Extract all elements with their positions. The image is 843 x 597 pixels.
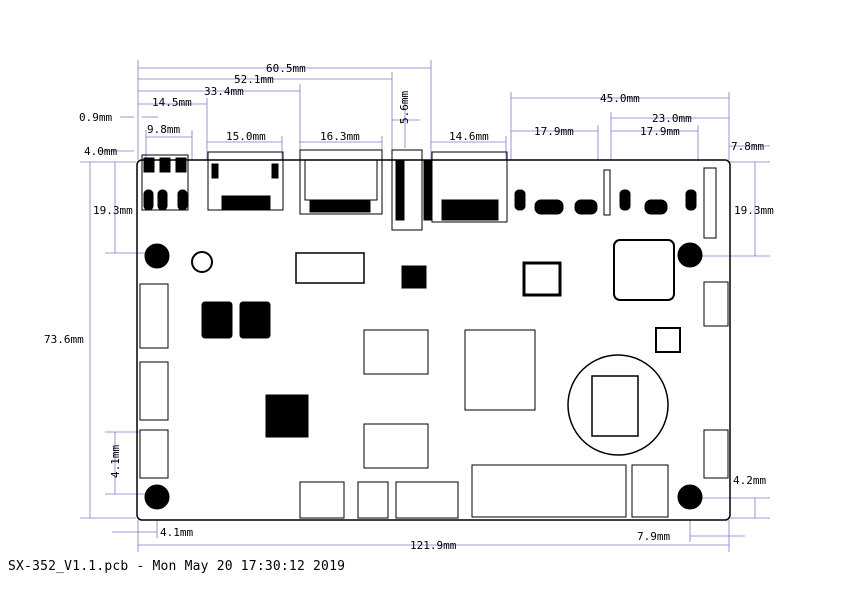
dim-overall-top-4: 14.5mm	[152, 96, 192, 109]
dim-overall-top-3: 33.4mm	[204, 85, 244, 98]
board-components	[139, 149, 729, 519]
dim-board-height: 73.6mm	[44, 333, 84, 346]
dim-right-conn-b: 17.9mm	[640, 125, 680, 138]
dim-right-conn-a: 17.9mm	[534, 125, 574, 138]
file-caption: SX-352_V1.1.pcb - Mon May 20 17:30:12 20…	[8, 559, 346, 574]
board-outline	[136, 159, 731, 521]
dim-right-height: 19.3mm	[734, 204, 774, 217]
dim-overall-top-1: 60.5mm	[266, 62, 306, 75]
dim-conn-a: 9.8mm	[147, 123, 180, 136]
dim-left-edge-small: 0.9mm	[79, 111, 112, 124]
dimension-lines	[80, 60, 770, 552]
dim-bottom-right-offset: 7.9mm	[637, 530, 670, 543]
dim-bottom-hole-offset: 4.1mm	[160, 526, 193, 539]
dim-conn-e: 14.6mm	[449, 130, 489, 143]
dim-right-sub: 23.0mm	[652, 112, 692, 125]
dim-overall-top-2: 52.1mm	[234, 73, 274, 86]
dim-right-group: 45.0mm	[600, 92, 640, 105]
dim-conn-c: 16.3mm	[320, 130, 360, 143]
dim-conn-b: 15.0mm	[226, 130, 266, 143]
dim-conn-d-vertical: 5.6mm	[398, 91, 411, 124]
dim-bottom-width: 121.9mm	[410, 539, 457, 552]
dim-left-height: 19.3mm	[93, 204, 133, 217]
dim-left-hole: 4.1mm	[109, 445, 122, 478]
dim-left-offset: 4.0mm	[84, 145, 117, 158]
dim-right-offset: 7.8mm	[731, 140, 764, 153]
dimension-labels: 60.5mm 52.1mm 33.4mm 14.5mm 0.9mm 9.8mm …	[44, 62, 774, 552]
dim-right-hole: 4.2mm	[733, 474, 766, 487]
